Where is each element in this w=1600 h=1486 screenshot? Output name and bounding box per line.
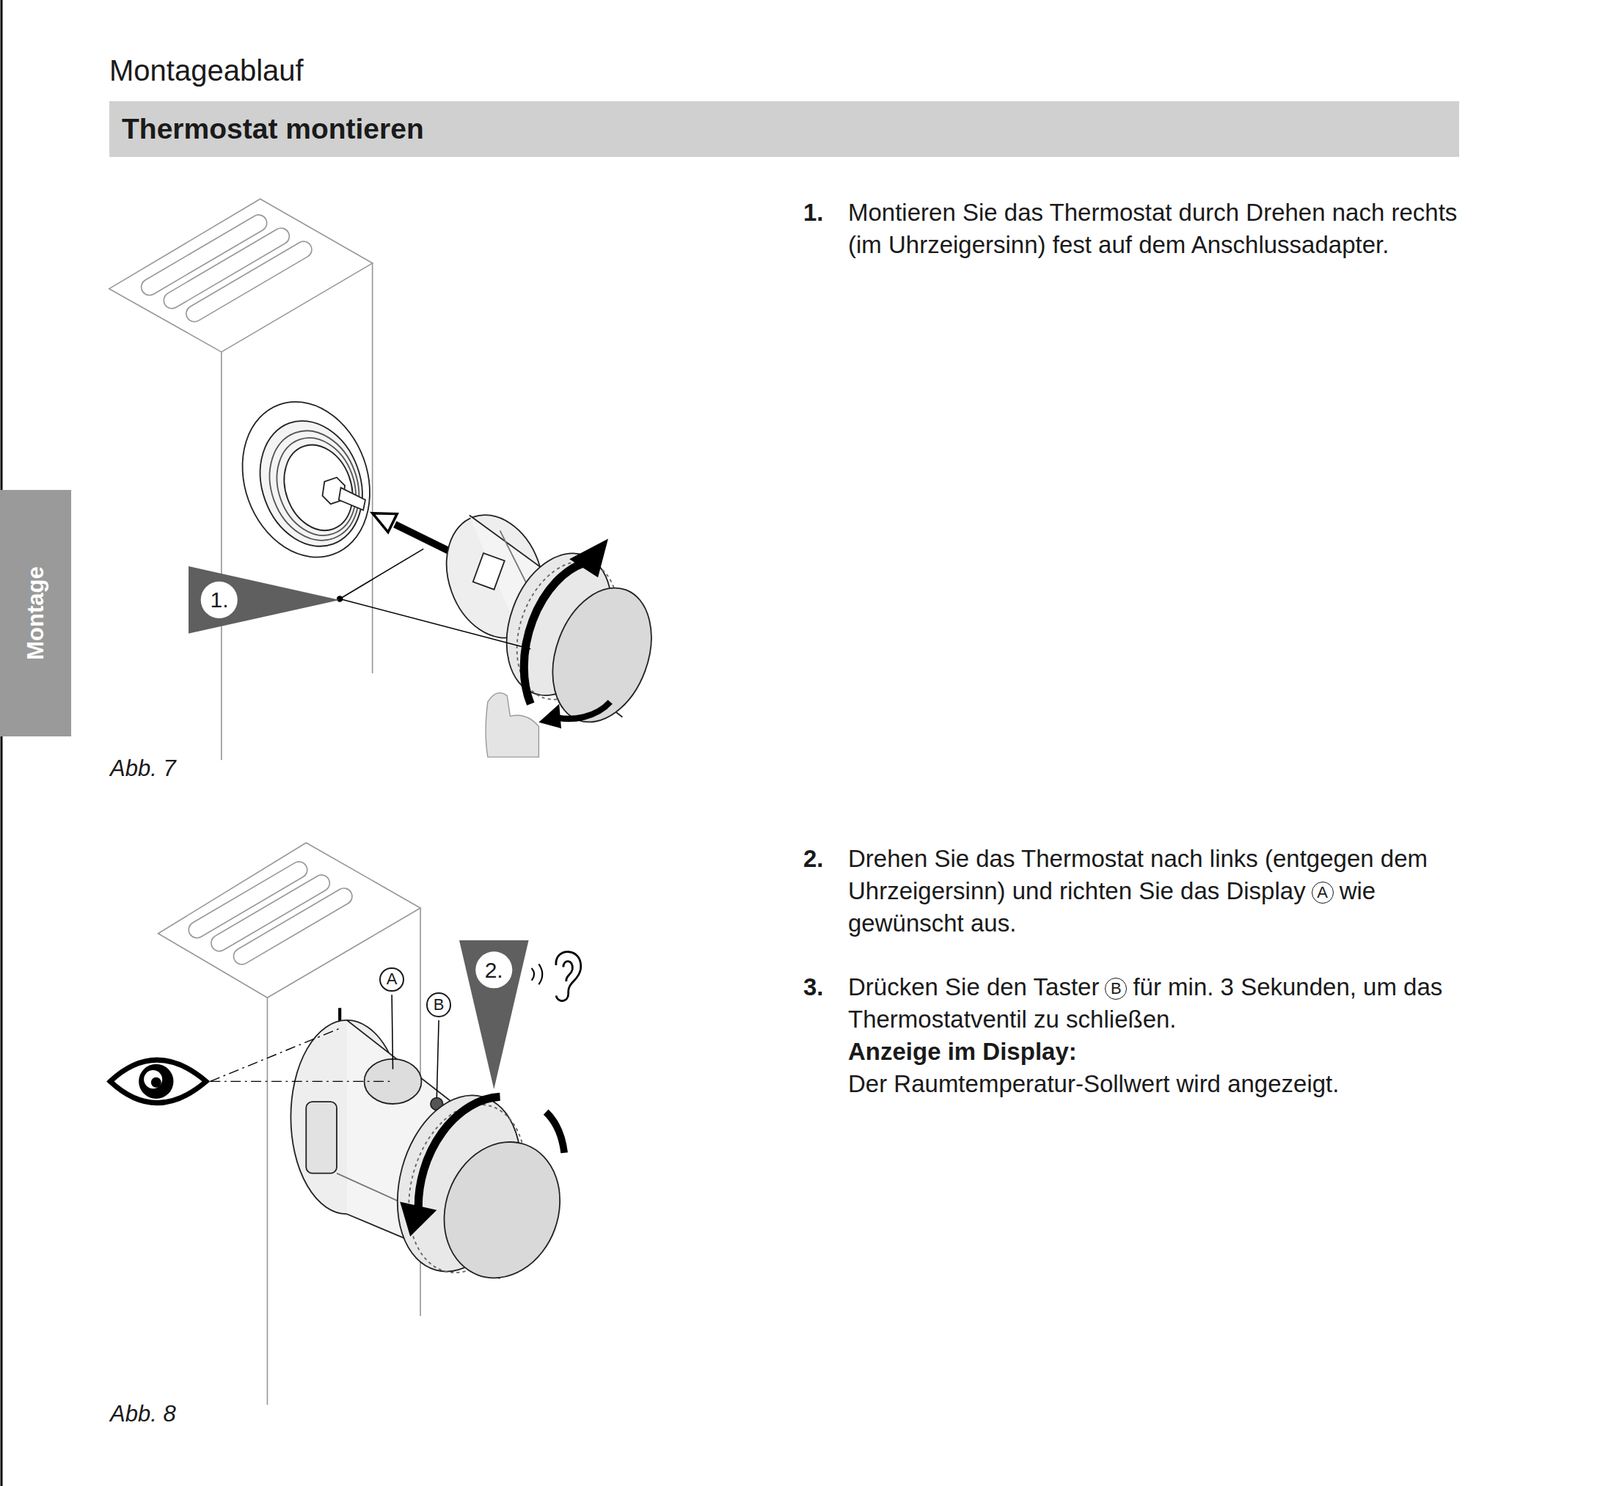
arrow-head — [399, 1202, 437, 1237]
title-band: Thermostat montieren — [109, 101, 1460, 157]
side-tab: Montage — [0, 490, 72, 738]
part-letter: A — [379, 967, 404, 992]
instruction-step: 1.Montieren Sie das Thermostat durch Dre… — [803, 196, 1460, 262]
callout-number: 2. — [459, 940, 529, 1090]
step-body: Drehen Sie das Thermostat nach links (en… — [848, 842, 1460, 940]
force-hand-icon — [485, 693, 539, 758]
part-letter: B — [426, 992, 451, 1017]
part-letter: B — [1104, 977, 1127, 1000]
step-paragraph: Drehen Sie das Thermostat nach links (en… — [848, 842, 1460, 940]
instruction-step: 3.Drücken Sie den TasterBfür min. 3 Seku… — [803, 971, 1460, 1101]
figure-drawings — [109, 198, 670, 1405]
letter-holder: A — [386, 971, 398, 988]
node-text: Montage — [22, 566, 49, 660]
callout-leader — [337, 548, 532, 649]
step-paragraph: Der Raumtemperatur-Sollwert wird angezei… — [848, 1068, 1460, 1101]
step-text: Montieren Sie das Thermostat durch Drehe… — [848, 198, 1457, 259]
step-body: Drücken Sie den TasterBfür min. 3 Sekund… — [848, 971, 1460, 1101]
step-number: 3. — [803, 971, 849, 1101]
step-paragraph: Montieren Sie das Thermostat durch Drehe… — [848, 196, 1460, 262]
step-number: 1. — [803, 196, 849, 262]
node-text: A — [386, 969, 398, 989]
callout-number: 1. — [188, 566, 340, 634]
callout-triangle-shape — [459, 940, 529, 1090]
display-heading: Anzeige im Display: — [848, 1038, 1077, 1066]
step-body: Montieren Sie das Thermostat durch Drehe… — [848, 196, 1460, 262]
figure-caption: Abb. 8 — [110, 1401, 177, 1428]
callout-holder: 2. — [471, 955, 516, 986]
radiator — [109, 198, 373, 761]
step-text: Drücken Sie den Taster — [848, 973, 1099, 1001]
callout-circle — [201, 581, 238, 619]
page-header: Montageablauf — [109, 54, 304, 88]
step-number: 2. — [803, 842, 849, 940]
page-border — [0, 0, 3, 1486]
arrow-head — [538, 704, 562, 729]
section-title: Thermostat montieren — [109, 112, 425, 146]
rotate-arrow — [418, 1096, 565, 1209]
tab-label: Montage — [22, 566, 50, 660]
node-text: 1. — [210, 587, 229, 613]
node-text: B — [433, 995, 445, 1014]
valve-adapter — [221, 383, 392, 576]
node-text: 2. — [484, 958, 504, 984]
thermostat — [290, 1020, 579, 1295]
figure-caption: Abb. 7 — [110, 755, 177, 783]
rotate-arrow — [523, 563, 611, 719]
ear-icon — [531, 952, 582, 1002]
callout-circle — [475, 952, 513, 989]
callout-triangle-shape — [188, 566, 340, 634]
callout-holder: 1. — [197, 585, 242, 615]
step-paragraph: Drücken Sie den TasterBfür min. 3 Sekund… — [848, 971, 1460, 1036]
arrow-head — [569, 538, 609, 578]
thermostat — [429, 501, 670, 736]
eye-icon — [110, 1060, 207, 1103]
step-paragraph: Anzeige im Display: — [848, 1035, 1460, 1069]
letter-holder: B — [433, 996, 445, 1014]
sight-line — [210, 1028, 394, 1082]
part-letter: A — [1311, 881, 1334, 904]
step-text: Der Raumtemperatur-Sollwert wird angezei… — [848, 1070, 1339, 1098]
instruction-step: 2.Drehen Sie das Thermostat nach links (… — [803, 842, 1460, 940]
